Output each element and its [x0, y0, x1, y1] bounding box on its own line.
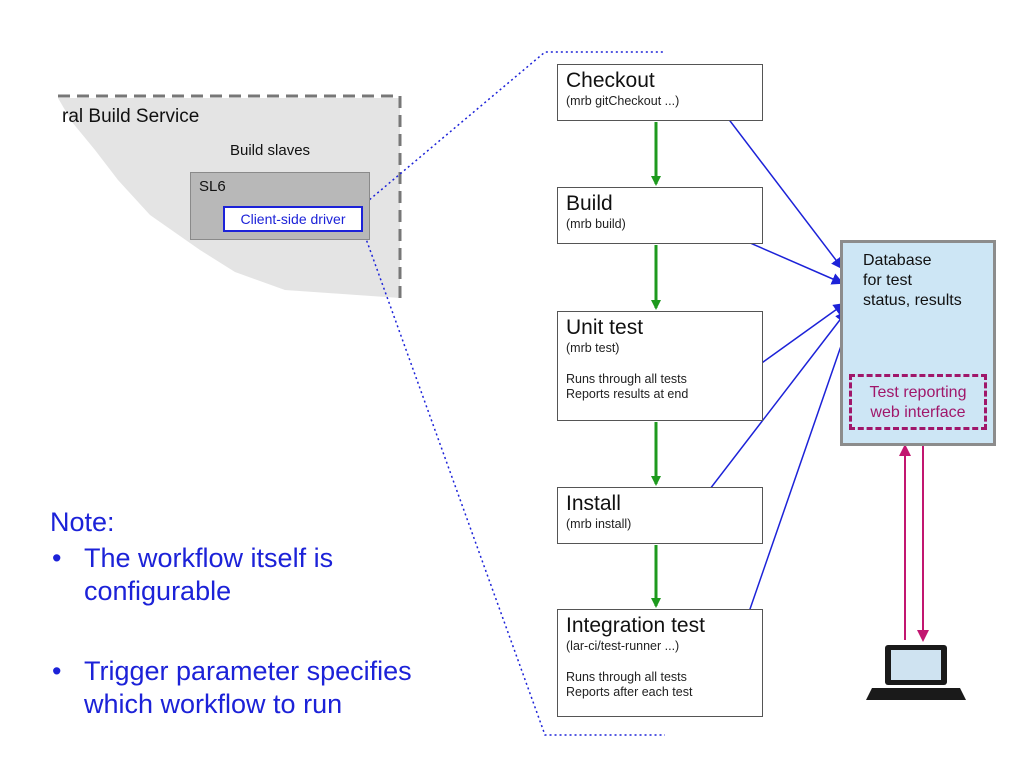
step-title: Build — [566, 192, 613, 215]
laptop-icon — [866, 645, 966, 700]
step-command: (mrb test) — [566, 341, 620, 355]
step-command: (lar-ci/test-runner ...) — [566, 639, 680, 653]
database-line: status, results — [863, 292, 962, 309]
client-side-driver: Client-side driver — [223, 206, 363, 232]
step-command: (mrb build) — [566, 217, 626, 231]
step-unit-test: Unit test (mrb test) Runs through all te… — [557, 311, 763, 421]
reporting-line: web interface — [870, 404, 966, 421]
step-note: Reports results at end — [566, 387, 689, 401]
database-line: for test — [863, 272, 912, 289]
step-note: Reports after each test — [566, 685, 693, 699]
step-integration-test: Integration test (lar-ci/test-runner ...… — [557, 609, 763, 717]
note-bullet-line: Trigger parameter specifies — [84, 656, 412, 686]
build-service-title: ral Build Service — [62, 106, 200, 127]
note-bullet-1: The workflow itself is configurable — [84, 542, 333, 608]
step-command: (mrb install) — [566, 517, 632, 531]
step-build: Build (mrb build) — [557, 187, 763, 244]
build-service-border — [58, 94, 402, 298]
step-checkout: Checkout (mrb gitCheckout ...) — [557, 64, 763, 121]
note-bullet-line: The workflow itself is — [84, 543, 334, 573]
note-bullet-line: which workflow to run — [84, 689, 343, 719]
note-heading: Note: — [50, 507, 115, 537]
report-arrow-install — [689, 310, 848, 516]
step-install: Install (mrb install) — [557, 487, 763, 544]
step-note: Runs through all tests — [566, 372, 687, 386]
step-command: (mrb gitCheckout ...) — [566, 94, 680, 108]
step-title: Unit test — [566, 316, 644, 339]
step-title: Checkout — [566, 69, 655, 92]
note-bullet-line: configurable — [84, 576, 232, 606]
bullet-marker: • — [52, 543, 62, 573]
note-bullet-2: Trigger parameter specifies which workfl… — [84, 655, 412, 721]
zoom-line-bottom — [364, 235, 665, 736]
step-note: Runs through all tests — [566, 670, 687, 684]
report-arrow-checkout — [723, 112, 844, 270]
database-line: Database — [863, 252, 932, 269]
build-slaves-label: Build slaves — [230, 142, 311, 159]
sl6-label: SL6 — [199, 178, 226, 195]
reporting-line: Test reporting — [869, 384, 967, 401]
bullet-marker: • — [52, 656, 62, 686]
test-reporting-box: Test reporting web interface — [849, 374, 987, 430]
step-title: Install — [566, 492, 621, 515]
step-title: Integration test — [566, 614, 705, 637]
